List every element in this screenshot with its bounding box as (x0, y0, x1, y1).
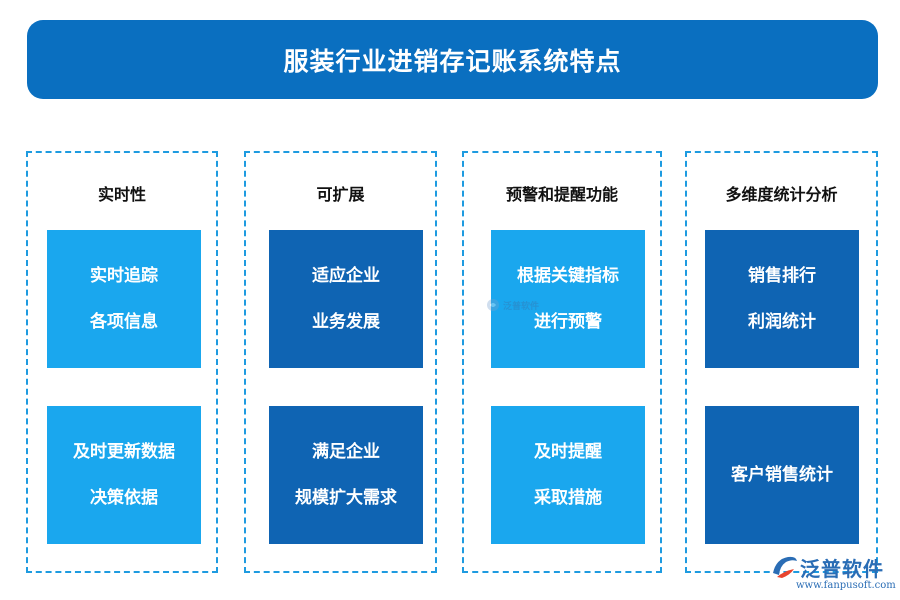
card-line: 及时更新数据 (73, 442, 175, 462)
card-line: 规模扩大需求 (295, 488, 397, 508)
card-line: 满足企业 (312, 442, 380, 462)
card-line: 客户销售统计 (731, 465, 833, 485)
brand-name: 泛普软件 (800, 557, 884, 581)
feature-card: 销售排行 利润统计 (705, 230, 859, 368)
brand-url: www.fanpusoft.com (796, 580, 896, 591)
card-line: 决策依据 (90, 488, 158, 508)
card-line: 业务发展 (312, 312, 380, 332)
feature-column-alerts: 预警和提醒功能 根据关键指标 进行预警 及时提醒 采取措施 (462, 151, 662, 573)
title-banner: 服装行业进销存记账系统特点 (27, 20, 878, 99)
column-heading: 预警和提醒功能 (505, 185, 618, 204)
brand-logo: 泛普软件 www.fanpusoft.com (770, 553, 896, 597)
card-line: 利润统计 (748, 312, 816, 332)
card-line: 销售排行 (748, 266, 816, 286)
feature-card: 实时追踪 各项信息 (47, 230, 201, 368)
card-line: 进行预警 (534, 312, 602, 332)
card-line: 实时追踪 (90, 266, 158, 286)
feature-column-realtime: 实时性 实时追踪 各项信息 及时更新数据 决策依据 (26, 151, 218, 573)
card-line: 采取措施 (534, 488, 602, 508)
page-title: 服装行业进销存记账系统特点 (283, 46, 622, 76)
column-heading: 多维度统计分析 (725, 185, 838, 204)
watermark-logo-icon (487, 299, 499, 311)
card-line: 及时提醒 (534, 442, 602, 462)
feature-card: 适应企业 业务发展 (269, 230, 423, 368)
feature-card: 及时更新数据 决策依据 (47, 406, 201, 544)
card-line: 根据关键指标 (517, 266, 619, 286)
column-heading: 实时性 (97, 185, 146, 204)
feature-card: 根据关键指标 进行预警 (491, 230, 645, 368)
card-line: 各项信息 (90, 312, 158, 332)
watermark-text: 泛普软件 (503, 301, 540, 312)
fanpu-logo-icon (773, 556, 797, 578)
card-line: 适应企业 (312, 266, 380, 286)
watermark: 泛普软件 (486, 298, 539, 312)
feature-column-statistics: 多维度统计分析 销售排行 利润统计 客户销售统计 (685, 151, 878, 573)
feature-card: 满足企业 规模扩大需求 (269, 406, 423, 544)
column-heading: 可扩展 (316, 185, 365, 204)
feature-card: 及时提醒 采取措施 (491, 406, 645, 544)
feature-column-extensible: 可扩展 适应企业 业务发展 满足企业 规模扩大需求 (244, 151, 437, 573)
feature-card: 客户销售统计 (705, 406, 859, 544)
